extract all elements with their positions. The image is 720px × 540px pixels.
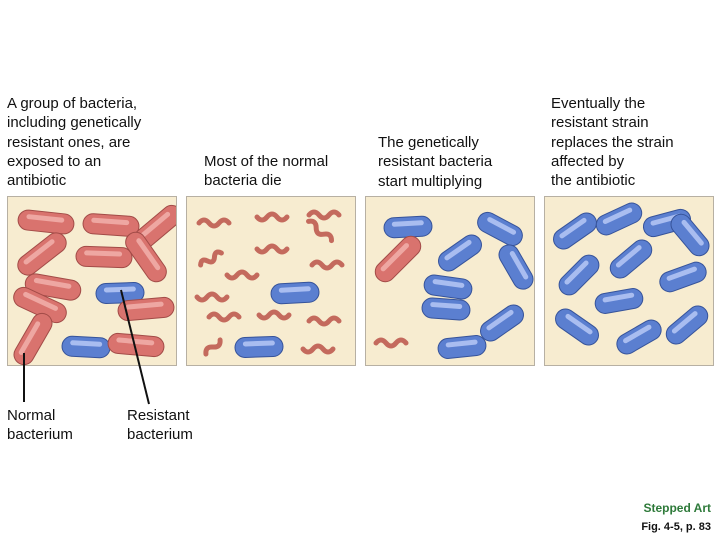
dead-bacterium xyxy=(194,291,230,303)
normal-bacterium xyxy=(117,296,175,322)
dead-bacterium xyxy=(300,343,336,355)
normal-bacterium-label: Normal bacterium xyxy=(7,407,73,444)
resistant-bacterium xyxy=(555,308,599,346)
stage-3-panel xyxy=(365,196,535,366)
resistant-bacterium xyxy=(383,215,433,239)
resistant-bacterium xyxy=(270,281,320,305)
dead-bacterium xyxy=(306,315,342,327)
dead-bacterium xyxy=(256,309,292,321)
dead-bacterium xyxy=(306,209,342,221)
normal-bacterium xyxy=(107,332,165,358)
resistant-bacterium xyxy=(480,304,524,342)
resistant-bacterium xyxy=(234,336,284,358)
stage-3-bacteria xyxy=(373,211,534,359)
stage-1-caption: A group of bacteria, including genetical… xyxy=(7,95,142,190)
dead-bacterium xyxy=(254,243,290,255)
figure-reference: Fig. 4-5, p. 83 xyxy=(641,521,711,533)
resistant-bacterium xyxy=(595,202,643,236)
normal-bacterium xyxy=(75,245,133,269)
resistant-bacterium xyxy=(95,282,145,304)
normal-bacterium xyxy=(13,286,67,324)
resistant-bacterium xyxy=(421,297,471,321)
resistant-bacterium xyxy=(659,261,707,293)
stage-2-bacteria xyxy=(194,209,345,358)
stage-1-bacteria xyxy=(13,204,176,365)
resistant-bacterium xyxy=(609,239,653,279)
dead-bacterium xyxy=(373,337,409,349)
resistant-bacterium xyxy=(553,212,597,250)
resistant-bacterium xyxy=(498,244,534,290)
dead-bacterium xyxy=(306,218,334,244)
stage-1-panel xyxy=(7,196,177,366)
resistant-bacterium xyxy=(616,319,662,355)
resistant-bacterium xyxy=(477,211,523,247)
resistant-bacterium xyxy=(437,335,487,359)
resistant-bacterium xyxy=(594,288,644,314)
stage-4-bacteria xyxy=(553,202,710,355)
resistant-bacterium-pointer xyxy=(120,289,150,405)
dead-bacterium xyxy=(196,217,232,229)
dead-bacterium xyxy=(198,249,224,268)
dead-bacterium xyxy=(206,311,242,323)
normal-bacterium xyxy=(17,209,75,235)
dead-bacterium xyxy=(309,259,345,271)
normal-bacterium xyxy=(125,231,167,283)
normal-bacterium xyxy=(374,235,422,283)
resistant-bacterium xyxy=(558,254,600,296)
stage-4-panel xyxy=(544,196,714,366)
resistant-bacterium xyxy=(423,274,473,300)
normal-bacterium xyxy=(82,213,140,237)
stage-3-caption: The genetically resistant bacteria start… xyxy=(378,134,493,190)
stage-4-caption: Eventually the resistant strain replaces… xyxy=(551,95,674,190)
resistant-bacterium xyxy=(665,305,709,345)
dead-bacterium xyxy=(203,337,223,357)
stepped-art-label: Stepped Art xyxy=(643,501,711,515)
stage-2-panel xyxy=(186,196,356,366)
resistant-bacterium-label: Resistant bacterium xyxy=(127,407,193,444)
resistant-bacterium xyxy=(438,234,482,272)
normal-bacterium xyxy=(13,312,53,365)
dead-bacterium xyxy=(254,211,290,223)
stage-2-caption: Most of the normal bacteria die xyxy=(204,153,329,190)
resistant-bacterium xyxy=(61,335,111,359)
dead-bacterium xyxy=(224,269,260,281)
resistant-bacterium xyxy=(670,213,710,257)
normal-bacterium xyxy=(17,232,67,276)
